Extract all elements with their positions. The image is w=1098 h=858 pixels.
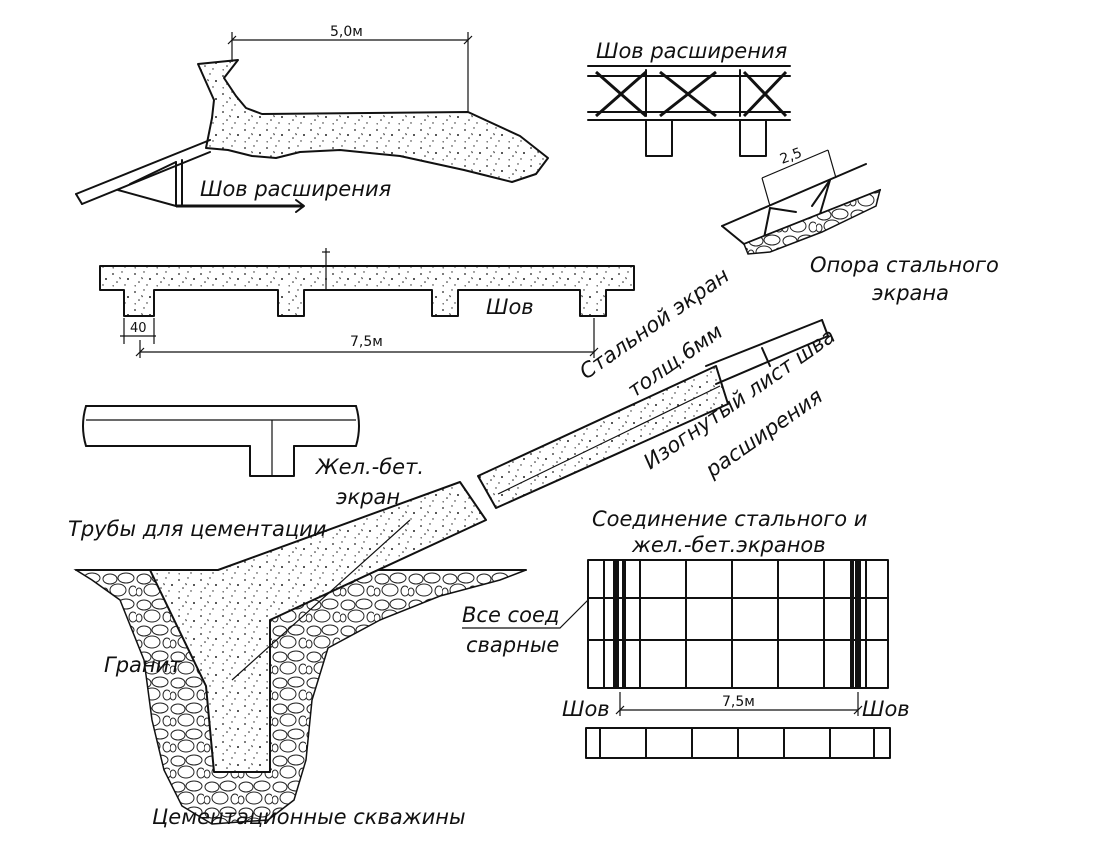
anchor-block-detail [75,32,549,213]
inclined-screen-detail [73,319,829,825]
label-connection-2: жел.-бет.экранов [631,533,826,557]
label-rc-screen-2: экран [336,485,400,509]
dimension-2-5: 2,5 [778,145,804,168]
label-welded-1: Все соед [462,603,559,627]
dimension-40: 40 [130,321,147,336]
label-grout-pipes: Трубы для цементации [68,517,326,541]
label-granite: Гранит [104,653,182,677]
dimension-7-5m-top: 7,5м [350,334,383,350]
dimension-5m: 5,0м [330,24,363,40]
truss-expansion-joint-detail [587,65,791,157]
label-welded-2: сварные [466,633,559,657]
label-expansion-joint-left: Шов расширения [200,177,391,201]
label-grout-holes: Цементационные скважины [152,805,466,829]
t-section-detail [82,405,360,477]
ribbed-slab-detail [99,248,635,358]
label-seam: Шов [486,295,534,319]
label-steel-support-2: экрана [872,281,949,305]
label-rc-screen-1: Жел.-бет. [314,455,424,479]
connection-detail [462,559,891,759]
label-expansion-joint-top: Шов расширения [596,39,787,63]
label-steel-support-1: Опора стального [810,253,999,277]
steel-screen-support-detail [721,149,882,255]
dimension-7-5m-bottom: 7,5м [722,694,755,710]
label-seam-left: Шов [562,697,610,721]
label-connection-1: Соединение стального и [592,507,867,531]
label-seam-right: Шов [862,697,910,721]
